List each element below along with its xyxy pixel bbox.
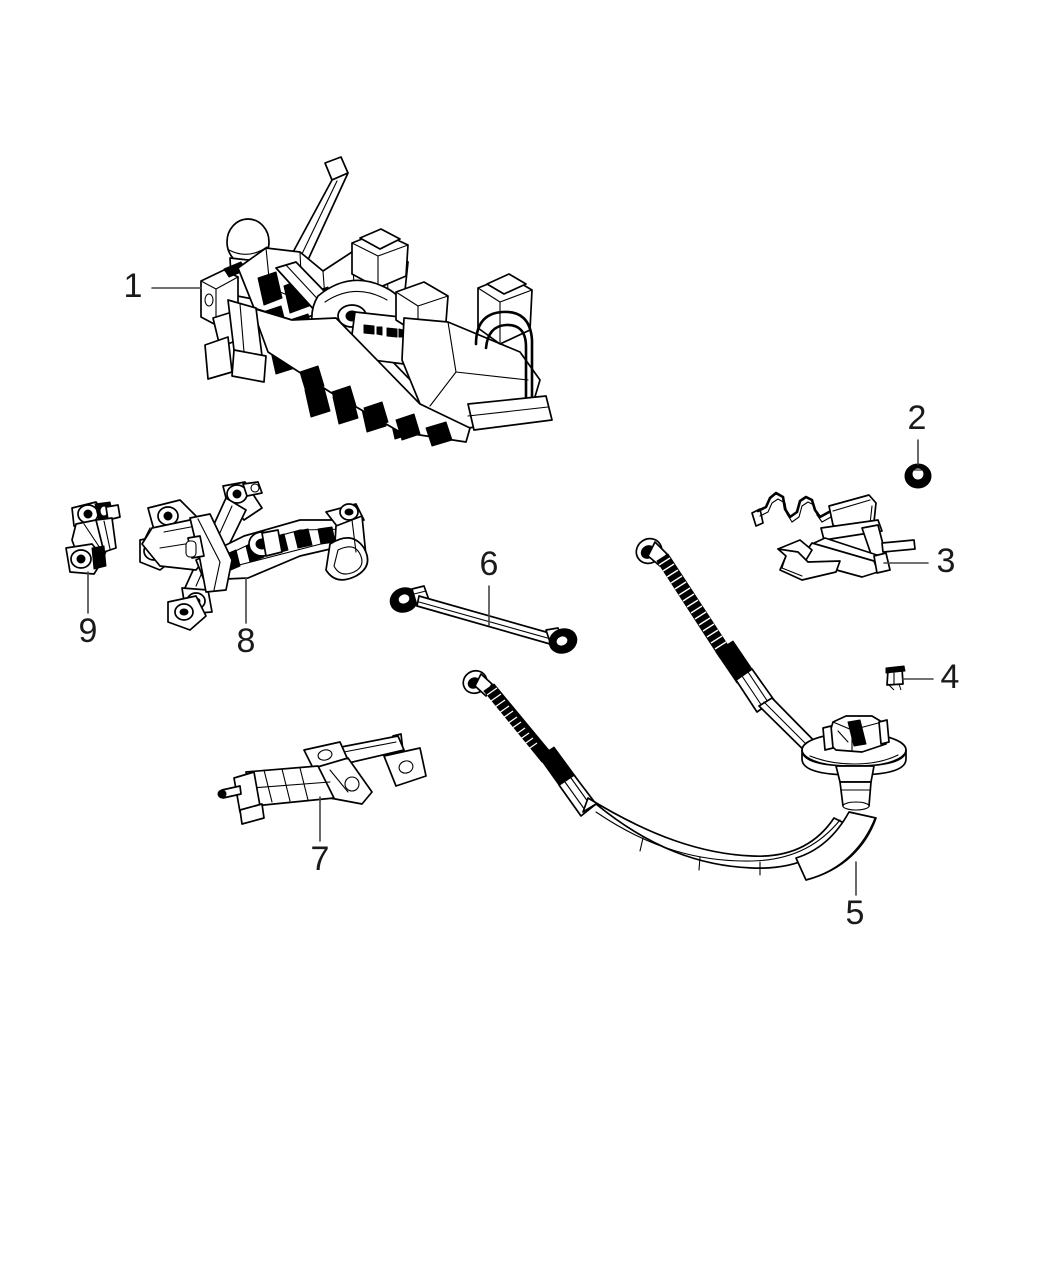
part-9-lever-link [65,501,121,575]
callout-number-4: 4 [941,658,960,696]
part-4-cable-clip [885,665,906,691]
part-5-control-cable [462,537,907,881]
part-8-support-bracket [139,481,369,631]
callout-number-9: 9 [79,612,98,650]
part-3-spring-clip-bracket [751,491,916,581]
part-6-linkage-rod [389,585,578,654]
callout-layer: 1 2 3 4 5 6 7 8 9 [79,267,960,932]
callout-number-6: 6 [480,545,499,583]
cable-floor-grommet [801,715,907,811]
callout-number-8: 8 [237,622,256,660]
part-7-cable-mount-bracket [217,733,427,825]
cable-lower-strand [462,669,877,881]
cable-upper-strand [635,537,831,767]
part-2-hex-nut [904,463,932,489]
callout-number-1: 1 [124,267,143,305]
shifter-housing-body [227,228,553,447]
callout-number-5: 5 [846,894,865,932]
callout-number-7: 7 [311,840,330,878]
callout-number-3: 3 [937,542,956,580]
part-1-shifter-assembly [200,156,553,447]
callout-number-2: 2 [908,399,927,437]
